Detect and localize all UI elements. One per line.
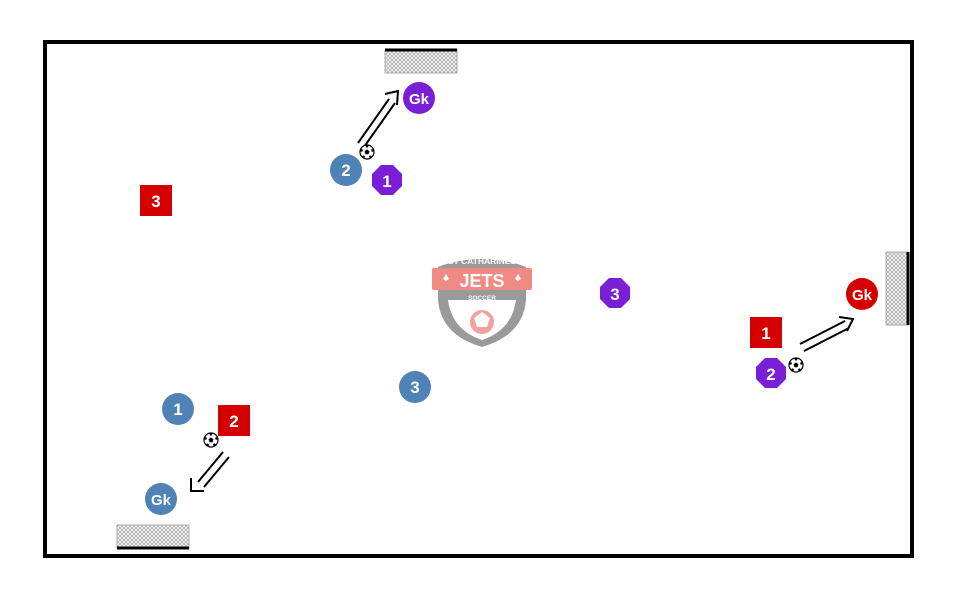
player-purple-1[interactable]: 1 [372, 165, 402, 195]
player-red-gk[interactable]: Gk [846, 278, 878, 310]
player-purple-2[interactable]: 2 [756, 358, 786, 388]
svg-text:2: 2 [341, 161, 350, 180]
goal-top [384, 48, 458, 74]
player-blue-2[interactable]: 2 [330, 154, 362, 186]
svg-text:3: 3 [151, 192, 160, 211]
logo-bottom-text: SOCCER [468, 295, 496, 302]
maple-leaf-icon [515, 274, 521, 281]
soccer-ball-icon [203, 432, 219, 448]
player-purple-3[interactable]: 3 [600, 278, 630, 308]
svg-text:1: 1 [382, 172, 391, 191]
soccer-ball-icon [359, 144, 375, 160]
logo-banner [432, 268, 532, 290]
player-blue-1[interactable]: 1 [162, 393, 194, 425]
maple-leaf-icon [443, 274, 449, 281]
svg-text:Gk: Gk [409, 91, 430, 108]
player-purple-gk[interactable]: Gk [403, 82, 435, 114]
svg-text:2: 2 [766, 365, 775, 384]
soccer-ball-icon [788, 357, 804, 373]
player-blue-3[interactable]: 3 [399, 371, 431, 403]
svg-text:3: 3 [610, 285, 619, 304]
pass-arrow-right [799, 316, 855, 352]
svg-text:1: 1 [173, 400, 182, 419]
svg-text:Gk: Gk [151, 492, 172, 509]
svg-text:1: 1 [761, 324, 770, 343]
pass-arrow-top [357, 89, 400, 148]
logo-top-text: ST CATHARINES [448, 256, 517, 266]
player-red-1[interactable]: 1 [750, 317, 782, 348]
player-red-2[interactable]: 2 [218, 405, 250, 436]
player-blue-gk[interactable]: Gk [145, 483, 177, 515]
goal-bottom [116, 524, 190, 550]
goal-right [885, 251, 910, 326]
club-logo: ST CATHARINES JETS SOCCER [432, 256, 532, 350]
svg-text:Gk: Gk [852, 287, 873, 304]
pass-arrow-bottom [190, 451, 230, 492]
svg-text:2: 2 [229, 412, 238, 431]
player-red-3[interactable]: 3 [140, 185, 172, 216]
svg-text:3: 3 [410, 378, 419, 397]
logo-main-text: JETS [459, 271, 504, 291]
